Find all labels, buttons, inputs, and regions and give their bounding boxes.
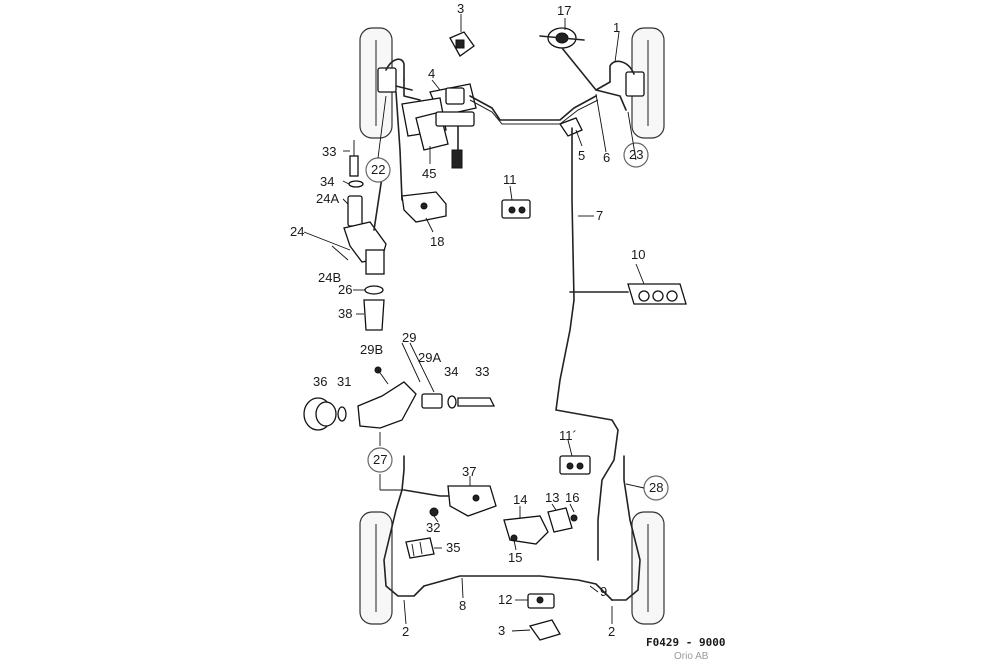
bolt-32 [429, 507, 439, 517]
label-33-bottom: 33 [475, 364, 489, 379]
label-24A: 24A [316, 191, 339, 206]
label-6: 6 [603, 150, 610, 165]
label-26: 26 [338, 282, 352, 297]
label-7: 7 [596, 208, 603, 223]
label-3-top: 3 [457, 1, 464, 16]
front-left-brake-pipe [395, 79, 421, 201]
bracket-18 [401, 191, 447, 223]
rear-right-wheel [631, 511, 665, 625]
label-3-bottom: 3 [498, 623, 505, 638]
front-right-caliper [609, 60, 645, 97]
sleeve-assembly-rear [303, 366, 496, 431]
label-2-left: 2 [402, 624, 409, 639]
label-12: 12 [498, 592, 512, 607]
connector-12 [527, 593, 555, 609]
label-24: 24 [290, 224, 304, 239]
label-32: 32 [426, 520, 440, 535]
callout-labels: 3 17 1 4 33 34 24A 24 24B 26 38 22 45 18… [290, 1, 663, 639]
label-18: 18 [430, 234, 444, 249]
label-29A: 29A [418, 350, 441, 365]
label-5: 5 [578, 148, 585, 163]
bracket-5 [559, 117, 583, 137]
label-2-right: 2 [608, 624, 615, 639]
label-16: 16 [565, 490, 579, 505]
label-36: 36 [313, 374, 327, 389]
leader-lines [303, 14, 645, 632]
credit: Orio AB [674, 651, 709, 662]
bracket-14 [503, 507, 578, 545]
label-29B: 29B [360, 342, 383, 357]
grommet [539, 27, 585, 49]
callout-circle-23 [623, 142, 649, 168]
label-27: 27 [373, 452, 387, 467]
label-11: 11 [503, 172, 517, 187]
rear-left-brake-pipe [383, 455, 463, 597]
label-14: 14 [513, 492, 527, 507]
label-37: 37 [462, 464, 476, 479]
label-34-top: 34 [320, 174, 334, 189]
callout-circle-27 [367, 447, 393, 473]
label-17: 17 [557, 3, 571, 18]
rubber-strip-35 [405, 537, 435, 559]
connector-11-prime [559, 455, 591, 475]
label-11-prime: 11´ [559, 428, 577, 443]
drawing-code: F0429 - 9000 [646, 636, 725, 649]
label-23: 23 [629, 147, 643, 162]
label-15: 15 [508, 550, 522, 565]
connector-11 [501, 199, 531, 219]
label-35: 35 [446, 540, 460, 555]
label-8: 8 [459, 598, 466, 613]
label-9: 9 [600, 584, 607, 599]
label-33-top: 33 [322, 144, 336, 159]
label-13: 13 [545, 490, 559, 505]
label-24B: 24B [318, 270, 341, 285]
label-10: 10 [631, 247, 645, 262]
brake-pipe-clip-bottom [528, 619, 561, 641]
label-22: 22 [371, 162, 385, 177]
rear-right-brake-pipe [611, 455, 641, 601]
label-1: 1 [613, 20, 620, 35]
label-38: 38 [338, 306, 352, 321]
front-left-caliper [377, 58, 413, 93]
bracket-37 [447, 485, 497, 517]
label-4: 4 [428, 66, 435, 81]
label-45: 45 [422, 166, 436, 181]
junction-block-10 [569, 283, 687, 305]
brake-pipe-clip-top [449, 31, 475, 57]
label-29: 29 [402, 330, 416, 345]
label-31: 31 [337, 374, 351, 389]
label-34-bottom: 34 [444, 364, 458, 379]
brake-pipe-7 [555, 127, 619, 561]
brake-pipe-8 [423, 575, 613, 601]
master-cylinder-assembly [401, 83, 599, 169]
front-right-brake-pipe [561, 47, 627, 111]
rear-left-wheel [359, 511, 393, 625]
label-28: 28 [649, 480, 663, 495]
